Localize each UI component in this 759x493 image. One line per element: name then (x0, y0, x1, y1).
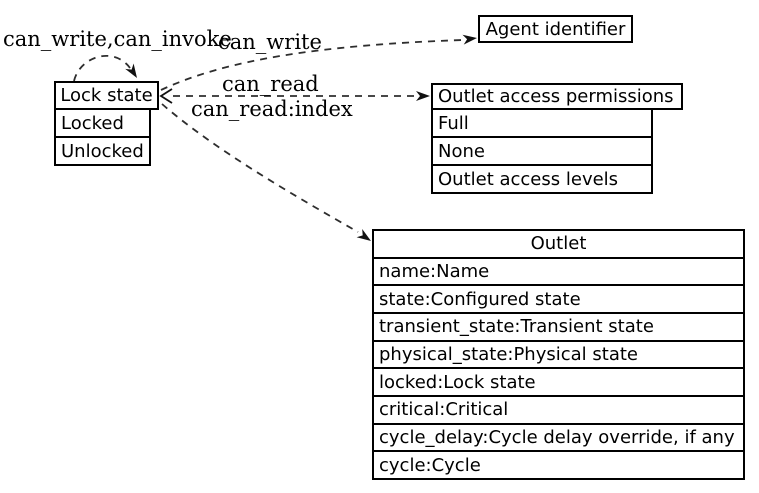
outlet-field-row: cycle_delay:Cycle delay override, if any (374, 425, 743, 453)
agent-identifier-title-text: Agent identifier (485, 18, 626, 40)
outlet-node-title: Outlet (374, 231, 743, 259)
lock-state-node-title: Lock state (54, 81, 159, 110)
lock-state-title-text: Lock state (60, 85, 153, 106)
agent-identifier-node: Agent identifier (478, 15, 633, 43)
edge-label-can-write: can_write (218, 30, 322, 54)
outlet-access-value-row: Full (433, 110, 651, 138)
outlet-field-row: transient_state:Transient state (374, 314, 743, 342)
outlet-access-permissions-title-text: Outlet access permissions (438, 86, 674, 107)
lock-state-value-row: Locked (56, 110, 149, 138)
outlet-node: Outlet name:Name state:Configured state … (372, 229, 745, 480)
outlet-field-row: name:Name (374, 259, 743, 287)
lock-state-value-row: Unlocked (61, 140, 144, 162)
edge-self-loop (73, 54, 131, 82)
outlet-field-row: locked:Lock state (374, 369, 743, 398)
edge-can-write (160, 39, 464, 91)
arrowhead-can-read-left (159, 88, 173, 104)
outlet-field-row: state:Configured state (374, 286, 743, 315)
outlet-access-value-row: Outlet access levels (438, 168, 619, 190)
arrowhead-can-read-index (356, 229, 371, 241)
outlet-access-permissions-values: Full None Outlet access levels (431, 108, 653, 194)
outlet-access-value-row: None (433, 138, 651, 166)
edge-label-can-read: can_read (222, 72, 319, 96)
outlet-field-row: physical_state:Physical state (374, 342, 743, 370)
arrowhead-can-write (462, 34, 477, 45)
outlet-access-permissions-node-title: Outlet access permissions (431, 83, 683, 110)
arrowhead-can-read-right (416, 91, 430, 101)
edge-can-read-index (161, 103, 359, 233)
outlet-field-row: cycle:Cycle (379, 454, 481, 476)
arrowhead-self-loop (125, 63, 137, 78)
edge-label-can-write-can-invoke: can_write,can_invoke (3, 27, 232, 51)
edge-label-can-read-index: can_read:index (191, 97, 353, 121)
lock-state-values: Locked Unlocked (54, 108, 151, 166)
outlet-field-row: critical:Critical (374, 397, 743, 425)
